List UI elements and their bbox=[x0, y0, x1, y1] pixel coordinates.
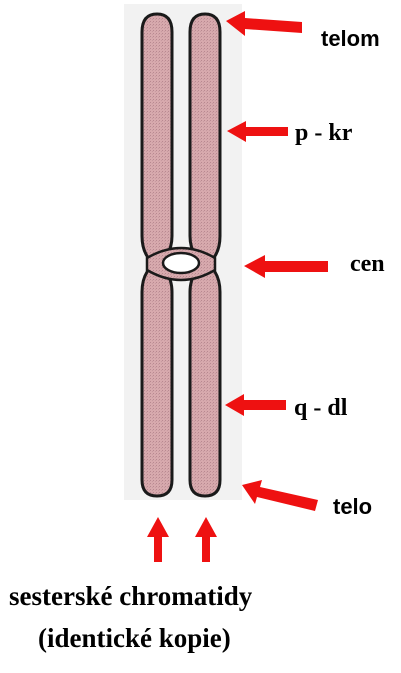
caption-line-1: sesterské chromatidy bbox=[9, 581, 253, 611]
caption-line-2: (identické kopie) bbox=[38, 623, 231, 653]
red-arrow-icon bbox=[147, 517, 169, 562]
label-telomere-bottom: telo bbox=[333, 494, 372, 519]
label-centromere: cen bbox=[350, 251, 385, 277]
red-arrow-icon bbox=[195, 517, 217, 562]
red-arrow-icon bbox=[242, 480, 318, 511]
centromere bbox=[163, 253, 199, 273]
label-q-arm: q - dl bbox=[294, 395, 348, 421]
red-arrow-icon bbox=[244, 255, 328, 278]
label-p-arm: p - kr bbox=[295, 120, 353, 146]
label-telomere-top: telom bbox=[321, 26, 380, 51]
